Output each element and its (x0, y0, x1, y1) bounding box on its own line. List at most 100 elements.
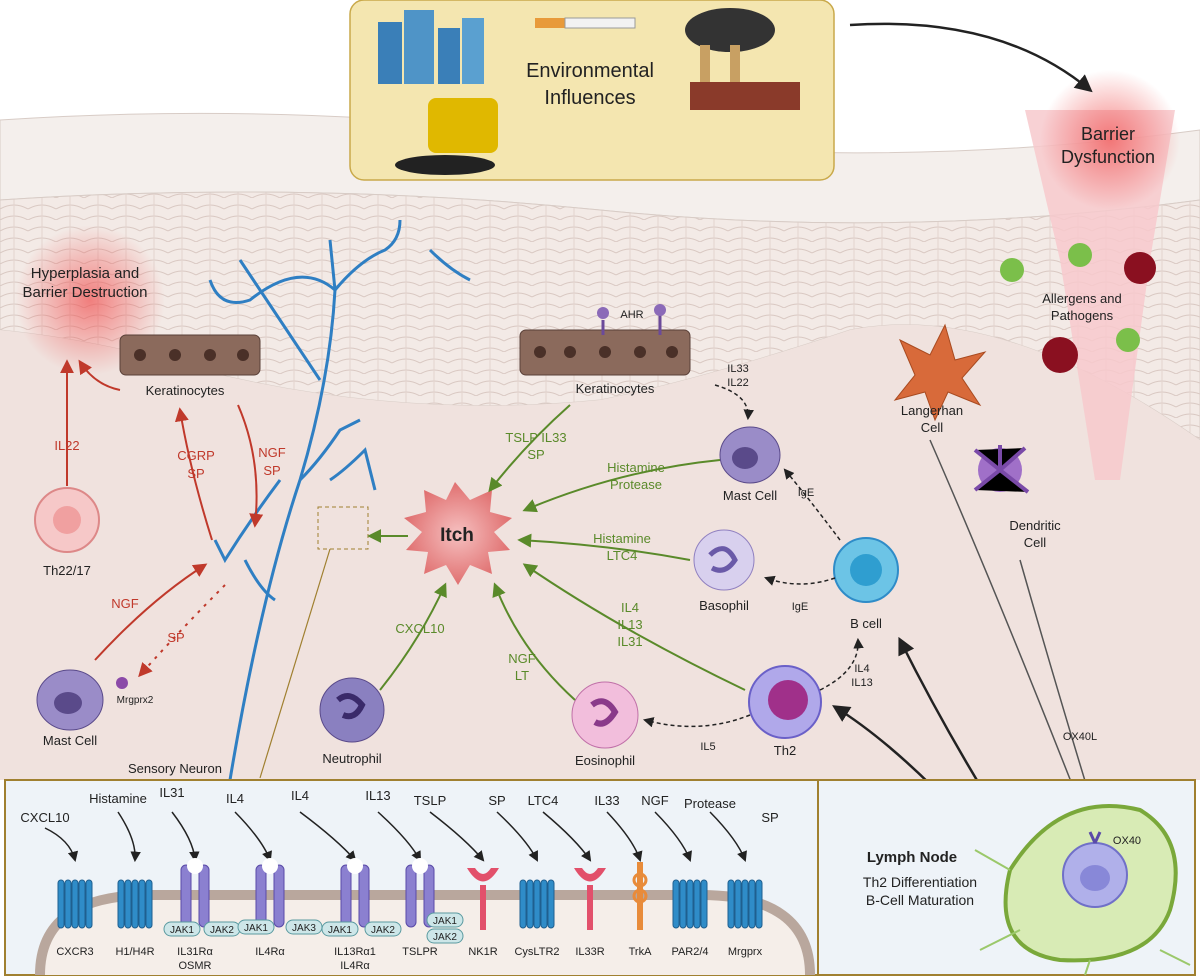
keratinocytes-left-label: Keratinocytes (146, 383, 225, 398)
basophil-label: Basophil (699, 598, 749, 613)
receptor-helix (547, 879, 555, 929)
histamine1-label: Histamine (607, 460, 665, 475)
sp-mast-arrow (138, 584, 226, 678)
ligand-arrow (117, 811, 141, 863)
receptor-helix (117, 879, 125, 929)
jak-2: JAK2 (210, 925, 234, 936)
kera-to-mast-arrow (714, 384, 754, 421)
receptor-pocket (412, 858, 428, 874)
ligand-label: IL4 (226, 791, 244, 806)
receptor-helix (533, 879, 541, 929)
ahr-receptor-icon (597, 304, 666, 335)
sensory-neuron (208, 219, 471, 781)
cgrp-arrow (174, 407, 213, 541)
ligand-label: IL33 (594, 793, 619, 808)
bcell-to-mast-arrow (783, 468, 841, 541)
receptor-label-2: OSMR (179, 960, 212, 972)
ligand-arrow (542, 811, 592, 862)
receptor-chain (198, 864, 210, 928)
receptor-helix (78, 879, 86, 929)
allergens-label-1: Allergens and (1042, 291, 1122, 306)
hyperplasia-label-2: Barrier Destruction (22, 284, 147, 301)
ox40-label: OX40 (1113, 835, 1141, 847)
receptor-stem (587, 885, 593, 930)
keratinocytes-right-label: Keratinocytes (576, 381, 655, 396)
ligand-arrow (606, 811, 643, 862)
mast-cell-right-icon (719, 426, 781, 484)
receptor-helix (145, 879, 153, 929)
ligand-arrow (429, 811, 485, 862)
jak-5: JAK1 (328, 925, 352, 936)
ligand-label: CXCL10 (20, 810, 69, 825)
receptor-helix (693, 879, 701, 929)
lymph-node-icon (974, 804, 1191, 976)
bcell-to-basophil-arrow (764, 575, 836, 586)
sp-green-label: SP (527, 447, 544, 462)
il4-th2-label: IL4 (854, 663, 869, 675)
receptor-helix (519, 879, 527, 929)
il4-label: IL4 (621, 600, 639, 615)
dermis (0, 324, 1200, 780)
allergens-icon (1000, 243, 1156, 373)
ligand-arrow (299, 811, 357, 862)
receptor-loop (632, 888, 648, 904)
ligand-label: Histamine (89, 791, 147, 806)
ige1-label: IgE (798, 487, 815, 499)
langerhan-label-2: Cell (921, 420, 944, 435)
receptor-label: CXCR3 (56, 946, 93, 958)
sensory-neuron-label: Sensory Neuron (128, 761, 222, 776)
jak-4: JAK3 (292, 923, 316, 934)
lymph-title: Lymph Node (867, 849, 957, 866)
receptor-chain (405, 864, 417, 928)
receptor-label: TSLPR (402, 946, 438, 958)
jak-pills: JAK1 JAK2 JAK1 JAK3 JAK1 JAK2 JAK1 JAK2 (163, 912, 464, 944)
ligand-label: LTC4 (528, 793, 559, 808)
th2-to-eos-arrow (642, 714, 751, 728)
ngf-kera-arrow (237, 404, 264, 528)
receptor-helix (755, 879, 763, 929)
oil-barrel-icon (395, 98, 498, 175)
city-icon (378, 10, 484, 84)
receptor-helix (131, 879, 139, 929)
dendritic-label-2: Cell (1024, 535, 1047, 550)
receptor-helix (748, 879, 756, 929)
receptor-pocket (187, 858, 203, 874)
receptor-helix (686, 879, 694, 929)
ligand-label: TSLP (414, 793, 447, 808)
receptor-helix (734, 879, 742, 929)
bcell-label: B cell (850, 616, 882, 631)
receptor-label: Mrgprx (728, 946, 763, 958)
eos-to-itch-arrow (492, 582, 576, 701)
ngf-green-label: NGF (508, 651, 536, 666)
sp-left-label: SP (187, 466, 204, 481)
eosinophil-label: Eosinophil (575, 753, 635, 768)
receptor-label: PAR2/4 (671, 946, 708, 958)
receptor-label: IL4Rα (255, 946, 285, 958)
langerhan-to-lymph-line (929, 439, 1091, 831)
mrgprx2-label: Mrgprx2 (117, 695, 154, 706)
receptor-helix (85, 879, 93, 929)
ligand-label: SP (488, 793, 505, 808)
receptor-helix (540, 879, 548, 929)
receptor-head (574, 868, 606, 882)
il31-label: IL31 (617, 634, 642, 649)
allergens-label-2: Pathogens (1051, 308, 1114, 323)
ligand-arrow (44, 827, 79, 863)
jak-3: JAK1 (244, 923, 268, 934)
ltc4-label: LTC4 (607, 548, 638, 563)
ngf-top-label: NGF (258, 445, 286, 460)
receptor-helix (526, 879, 534, 929)
jak-7: JAK1 (433, 916, 457, 927)
sp-mid-label: SP (167, 630, 184, 645)
lymph-line1: Th2 Differentiation (863, 874, 977, 890)
neuron-zoom-line (259, 548, 331, 779)
basophil-icon (693, 529, 755, 591)
th2-to-bcell-arrow (819, 637, 864, 691)
receptor-chain (273, 864, 285, 928)
receptor-chain (340, 864, 352, 928)
neutrophil-to-itch-arrow (379, 582, 447, 691)
jak-6: JAK2 (371, 925, 395, 936)
itch-label: Itch (440, 525, 474, 546)
cigarette-icon (535, 17, 636, 29)
ligand-label: IL31 (159, 785, 184, 800)
